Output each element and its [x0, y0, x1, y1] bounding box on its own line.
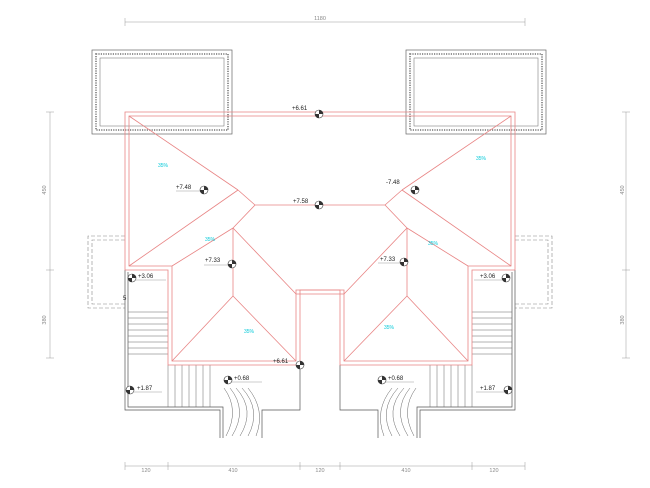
elevation-label: +7.48	[176, 185, 192, 191]
balcony-right	[405, 49, 547, 135]
bottom-dim-4: 410	[401, 468, 410, 474]
elevation-marker-icon	[199, 185, 209, 195]
top-dimension-label: 1180	[314, 16, 326, 22]
elevation-ridge-top: +6.61	[292, 106, 324, 119]
bottom-dimension: 120 410 120 410 120	[124, 462, 526, 474]
bottom-dim-2: 410	[228, 468, 237, 474]
slope-label-6: 35%	[384, 325, 395, 331]
elevation-label: +3.06	[480, 274, 496, 280]
elevation-marker-icon	[501, 273, 511, 283]
elevation-label: +3.06	[138, 274, 154, 280]
elevation-right-hip: -7.48	[386, 180, 420, 195]
elevation-label: +0.68	[234, 376, 250, 382]
elevation-left-terrace: +3.06	[127, 273, 166, 283]
elevation-marker-icon	[399, 257, 409, 267]
slope-label-2: 35%	[476, 156, 487, 162]
elevation-label: +1.87	[480, 386, 496, 392]
slope-label-3: 35%	[205, 237, 216, 243]
stairs-left	[128, 311, 260, 437]
elevation-label: +1.87	[137, 386, 153, 392]
slope-label-4: 35%	[428, 241, 439, 247]
elevation-label: +6.61	[273, 359, 289, 365]
lower-walls	[124, 270, 516, 438]
left-lower-dimension-label: 380	[42, 315, 48, 324]
bottom-dim-1: 120	[141, 468, 150, 474]
elevation-center-eave: +6.61	[273, 359, 305, 370]
elevation-marker-icon	[410, 185, 420, 195]
elevation-marker-icon	[125, 385, 135, 395]
slope-labels: 35% 35% 35% 35% 35% 35%	[158, 156, 487, 335]
elevation-right-inner: +7.33	[378, 257, 409, 267]
elevation-marker-icon	[295, 360, 305, 370]
elevation-marker-icon	[314, 109, 324, 119]
elevation-right-landing: +1.87	[476, 385, 513, 395]
right-lower-dimension-label: 380	[620, 315, 626, 324]
elevation-marker-icon	[227, 259, 237, 269]
elevation-right-terrace: +3.06	[474, 273, 511, 283]
elevation-left-landing: +1.87	[125, 385, 162, 395]
balcony-left	[91, 49, 233, 135]
elevation-label: +6.61	[292, 106, 308, 112]
elevation-left-inner: +7.33	[204, 258, 237, 269]
top-dimension: 1180	[124, 16, 526, 26]
right-dimension-label: 450	[620, 185, 626, 194]
bottom-dim-5: 120	[489, 468, 498, 474]
elevation-marker-icon	[503, 385, 513, 395]
elevation-label: +7.33	[380, 257, 396, 263]
elevation-label: +7.33	[205, 258, 221, 264]
roof-ridges	[128, 115, 512, 362]
elevation-right-entry: +0.68	[377, 375, 414, 385]
elevation-label: +0.68	[388, 376, 404, 382]
elevation-marker-icon	[127, 273, 137, 283]
slope-label-1: 35%	[158, 163, 169, 169]
elevation-label: -7.48	[386, 180, 400, 186]
elevation-marker-icon	[377, 375, 387, 385]
elevation-left-entry: +0.68	[223, 375, 262, 385]
terrace-left: 5	[87, 235, 127, 309]
bottom-dim-3: 120	[315, 468, 324, 474]
slope-label-5: 35%	[244, 329, 255, 335]
terrace-right	[515, 235, 553, 309]
left-dimension-label: 450	[42, 185, 48, 194]
elevation-marker-icon	[223, 375, 233, 385]
elevation-marker-icon	[314, 200, 324, 210]
stairs-right	[380, 311, 512, 437]
elevation-ridge-mid: +7.58	[293, 199, 324, 210]
elevation-left-hip: +7.48	[176, 185, 209, 195]
right-dimension: 450 380	[620, 111, 630, 359]
left-dimension: 450 380	[42, 111, 54, 359]
elevation-label: +7.58	[293, 199, 309, 205]
roof-outline	[124, 111, 516, 366]
